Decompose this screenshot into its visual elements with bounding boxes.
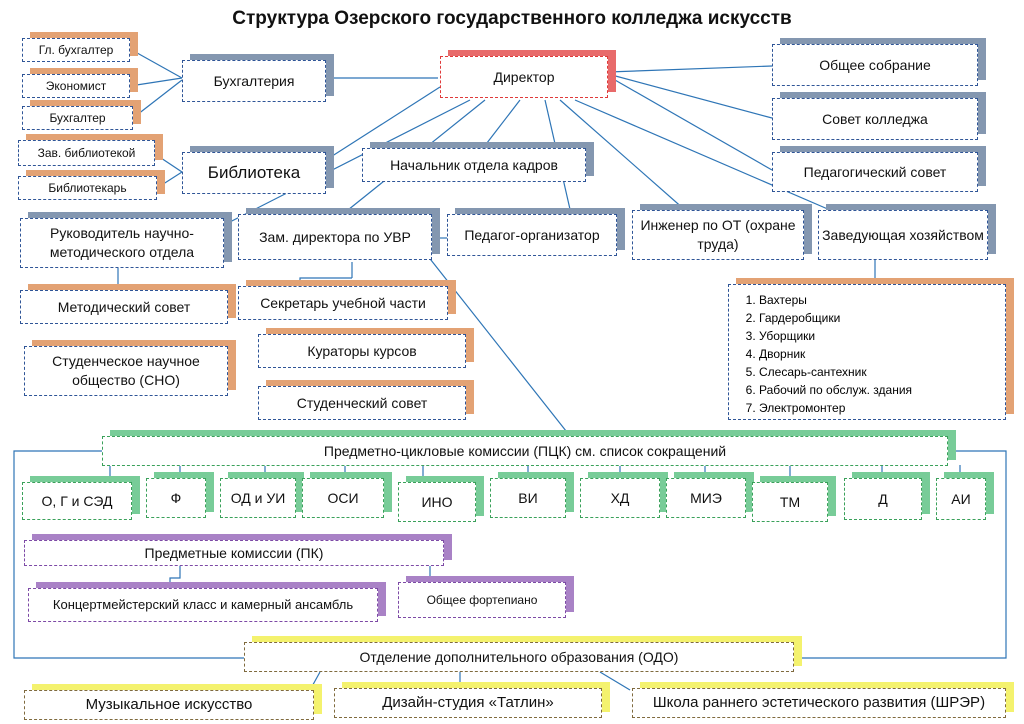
- economist-box: Экономист: [22, 74, 130, 98]
- pk-title-box: Предметные комиссии (ПК): [24, 540, 444, 566]
- college-council-box: Совет колледжа: [772, 98, 978, 140]
- odo-title-box: Отделение дополнительного образования (О…: [244, 642, 794, 672]
- deputy-director-box: Зам. директора по УВР: [238, 214, 432, 260]
- general-meeting-box: Общее собрание: [772, 44, 978, 86]
- early-school-box: Школа раннего эстетического развития (ШР…: [632, 688, 1006, 718]
- pedagogical-council-box: Педагогический совет: [772, 152, 978, 192]
- list-item: Гардеробщики: [759, 309, 997, 327]
- pck-item-box: Ф: [146, 478, 206, 518]
- list-item: Электромонтер: [759, 399, 997, 417]
- methodical-council-box: Методический совет: [20, 290, 228, 324]
- pck-item-box: ТМ: [752, 482, 828, 522]
- student-science-society-box: Студенческое научное общество (СНО): [24, 346, 228, 396]
- librarian-box: Библиотекарь: [18, 176, 157, 200]
- research-head-box: Руководитель научно-методического отдела: [20, 218, 224, 268]
- library-head-box: Зав. библиотекой: [18, 140, 155, 166]
- staff-list: Вахтеры Гардеробщики Уборщики Дворник Сл…: [728, 284, 1006, 420]
- pck-item-box: ХД: [580, 478, 660, 518]
- list-item: Дворник: [759, 345, 997, 363]
- music-art-box: Музыкальное искусство: [24, 690, 314, 720]
- accountant-box: Бухгалтер: [22, 106, 133, 130]
- pck-item-box: ОСИ: [302, 478, 384, 518]
- accounting-dept-box: Бухгалтерия: [182, 60, 326, 102]
- library-dept-box: Библиотека: [182, 152, 326, 194]
- pck-item-box: АИ: [936, 478, 986, 520]
- pck-item-box: ОД и УИ: [220, 478, 296, 518]
- curators-box: Кураторы курсов: [258, 334, 466, 368]
- list-item: Слесарь-сантехник: [759, 363, 997, 381]
- teacher-organizer-box: Педагог-организатор: [447, 214, 617, 256]
- pck-item-box: О, Г и СЭД: [22, 482, 132, 520]
- director-box: Директор: [440, 56, 608, 98]
- list-item: Вахтеры: [759, 291, 997, 309]
- design-studio-box: Дизайн-студия «Татлин»: [334, 688, 602, 718]
- hr-head-box: Начальник отдела кадров: [362, 148, 586, 182]
- page-title: Структура Озерского государственного кол…: [232, 8, 792, 29]
- pck-item-box: ИНО: [398, 482, 476, 522]
- list-item: Уборщики: [759, 327, 997, 345]
- safety-engineer-box: Инженер по ОТ (охране труда): [632, 210, 804, 260]
- concert-class-box: Концертмейстерский класс и камерный анса…: [28, 588, 378, 622]
- housekeeper-box: Заведующая хозяйством: [818, 210, 988, 260]
- general-piano-box: Общее фортепиано: [398, 582, 566, 618]
- pck-item-box: Д: [844, 478, 922, 520]
- chief-accountant-box: Гл. бухгалтер: [22, 38, 130, 62]
- pck-title-box: Предметно-цикловые комиссии (ПЦК) см. сп…: [102, 436, 948, 466]
- pck-item-box: МИЭ: [666, 478, 746, 518]
- secretary-box: Секретарь учебной части: [238, 286, 448, 320]
- pck-item-box: ВИ: [490, 478, 566, 518]
- student-council-box: Студенческий совет: [258, 386, 466, 420]
- list-item: Рабочий по обслуж. здания: [759, 381, 997, 399]
